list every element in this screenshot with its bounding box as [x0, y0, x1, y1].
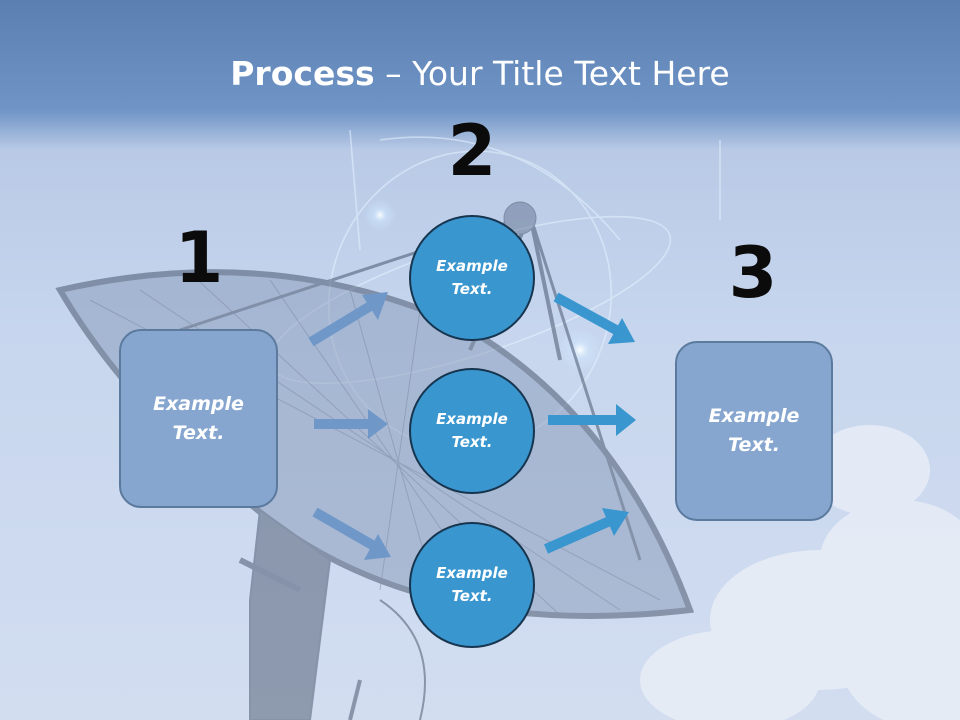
arrow-top-to-3: [553, 292, 635, 344]
circle-top-text: Example Text.: [436, 257, 508, 298]
step-3-box: Example Text.: [675, 341, 833, 521]
arrow-1-to-bottom: [312, 507, 391, 560]
title-bold: Process: [230, 54, 375, 93]
step-2-number: 2: [447, 110, 497, 192]
arrow-1-to-middle: [314, 409, 388, 439]
arrow-middle-to-3: [548, 404, 636, 436]
arrow-bottom-to-3: [543, 508, 629, 554]
step-2-circle-bottom: Example Text.: [409, 522, 535, 648]
step-3-number: 3: [728, 232, 778, 314]
title-rest: – Your Title Text Here: [374, 54, 730, 93]
circle-bottom-text: Example Text.: [436, 564, 508, 605]
slide-title: Process – Your Title Text Here: [0, 52, 960, 96]
arrow-1-to-top: [308, 292, 388, 347]
step-3-text: Example Text.: [708, 405, 800, 456]
step-1-text: Example Text.: [153, 392, 244, 444]
circle-middle-text: Example Text.: [436, 410, 508, 451]
step-2-circle-middle: Example Text.: [409, 368, 535, 494]
step-1-box: Example Text.: [119, 329, 278, 508]
step-1-number: 1: [174, 217, 224, 299]
step-2-circle-top: Example Text.: [409, 215, 535, 341]
